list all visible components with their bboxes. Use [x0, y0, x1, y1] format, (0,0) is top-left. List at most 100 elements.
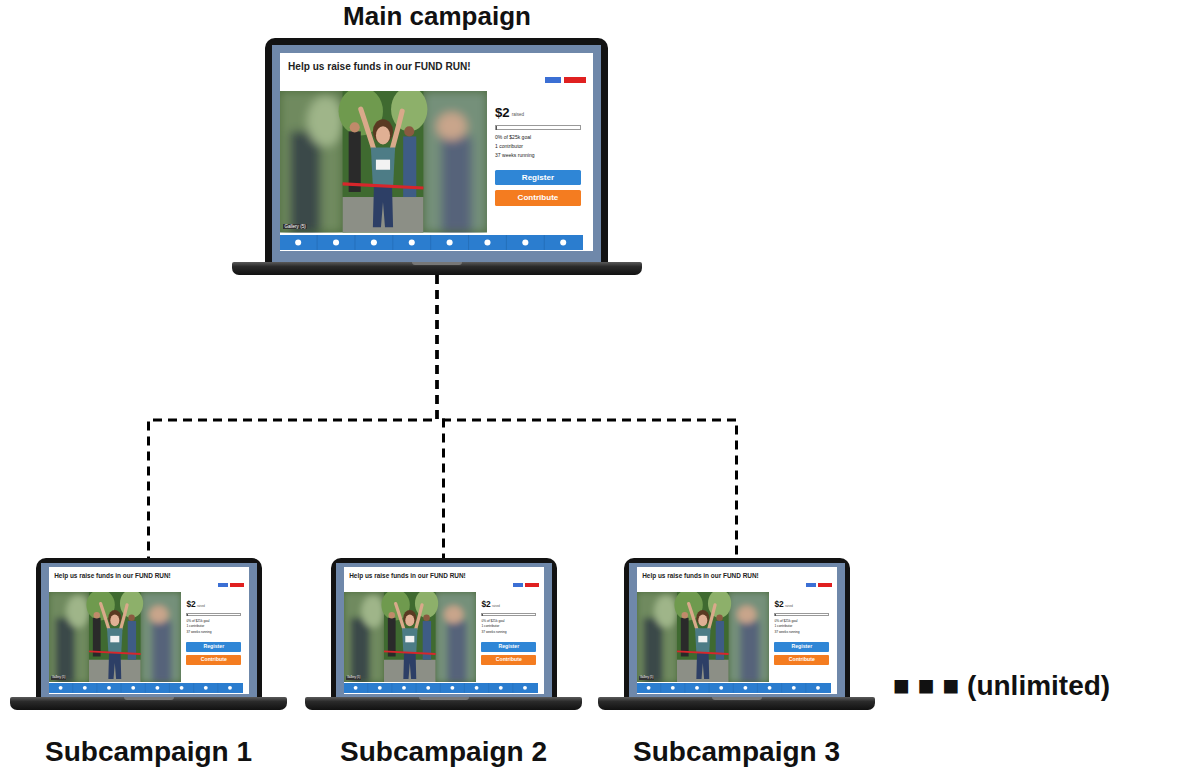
weeks-running: 37 weeks running	[186, 631, 211, 635]
goal-progress: 0% of $25k goal	[495, 135, 531, 141]
blur-patch	[436, 113, 466, 141]
share-icon	[371, 239, 377, 245]
register-button-label: Register	[204, 642, 225, 652]
blur-patch	[423, 91, 487, 232]
campaign-laptop: Help us raise funds in our FUND RUN!$2ra…	[10, 558, 287, 773]
blur-patch	[350, 618, 369, 683]
share-icon	[228, 686, 232, 690]
share-divider	[781, 683, 782, 693]
share-divider	[169, 683, 170, 693]
runner-hair	[108, 610, 121, 625]
blurred-left	[344, 592, 385, 682]
share-icon	[131, 686, 135, 690]
blurred-right	[729, 592, 770, 682]
runner-top	[695, 628, 710, 653]
laptop-bezel: Help us raise funds in our FUND RUN!$2ra…	[331, 558, 557, 700]
share-icon	[475, 686, 479, 690]
laptop-base	[598, 697, 875, 710]
laptop-screen: Help us raise funds in our FUND RUN!$2ra…	[629, 563, 845, 698]
weeks-running: 37 weeks running	[495, 153, 534, 159]
gallery-label: Gallery (5)	[51, 676, 66, 679]
blur-patch	[49, 592, 89, 682]
share-divider	[392, 235, 393, 250]
share-icon	[426, 686, 430, 690]
register-button-label: Register	[792, 642, 813, 652]
runner-bib	[110, 636, 119, 642]
campaign-laptop: Help us raise funds in our FUND RUN!$2ra…	[232, 0, 642, 275]
finish-tape	[677, 651, 729, 654]
goal-progress: 0% of $25k goal	[186, 620, 209, 624]
blurred-left	[49, 592, 90, 682]
share-divider	[488, 683, 489, 693]
page-title: Help us raise funds in our FUND RUN!	[54, 572, 171, 579]
share-icon	[816, 686, 820, 690]
progress-bar	[495, 125, 581, 130]
photo-ground	[49, 592, 181, 682]
runner-arm	[392, 112, 402, 150]
share-divider	[660, 683, 661, 693]
finish-tape	[384, 651, 436, 654]
goal-progress: 0% of $25k goal	[481, 620, 504, 624]
raised-caption: raised	[785, 605, 793, 608]
blur-patch	[152, 621, 171, 682]
share-divider	[684, 683, 685, 693]
progress-bar	[774, 613, 829, 616]
gallery-label: Gallery (5)	[283, 224, 307, 229]
progress-bar	[481, 613, 536, 616]
like-button	[806, 583, 816, 587]
amount-raised: $2	[495, 105, 510, 120]
share-icon	[155, 686, 159, 690]
share-divider	[468, 235, 469, 250]
contribute-button: Contribute	[186, 655, 241, 665]
register-button: Register	[186, 642, 241, 652]
runner-bib	[405, 636, 414, 642]
share-icon	[768, 686, 772, 690]
share-divider	[440, 683, 441, 693]
contribute-button: Contribute	[774, 655, 829, 665]
goal-progress: 0% of $25k goal	[774, 620, 797, 624]
runner-arm	[361, 110, 374, 150]
contributor-count: 1 contributor	[774, 625, 792, 629]
share-divider	[544, 235, 545, 250]
road	[677, 660, 729, 683]
blurred-right	[436, 592, 477, 682]
laptop-notch	[419, 697, 469, 700]
share-divider	[512, 683, 513, 693]
campaign-heading: Subcampaign 1	[10, 736, 287, 768]
runner-back-head	[682, 612, 688, 618]
page-title: Help us raise funds in our FUND RUN!	[288, 61, 471, 73]
blur-patch	[344, 592, 384, 682]
runner-top	[402, 628, 417, 653]
share-icon	[447, 239, 453, 245]
blur-patch	[737, 605, 756, 623]
like-button	[218, 583, 228, 587]
runner-bib	[376, 160, 390, 170]
blur-patch	[436, 592, 477, 682]
subscribe-button	[230, 583, 244, 587]
weeks-running: 37 weeks running	[481, 631, 506, 635]
share-icon	[450, 686, 454, 690]
photo-ground	[344, 592, 476, 682]
share-divider	[354, 235, 355, 250]
share-bar	[49, 683, 243, 693]
runner-face	[110, 614, 119, 626]
laptop-notch	[712, 697, 762, 700]
share-icon	[647, 686, 651, 690]
runner-arm	[121, 605, 127, 630]
share-divider	[416, 683, 417, 693]
runner-legs	[696, 653, 709, 679]
share-divider	[367, 683, 368, 693]
blur-patch	[66, 595, 89, 627]
share-icon	[180, 686, 184, 690]
campaign-page: Help us raise funds in our FUND RUN!$2ra…	[637, 567, 837, 693]
share-icon	[59, 686, 63, 690]
runner-arm	[101, 603, 109, 629]
contributor-count: 1 contributor	[481, 625, 499, 629]
like-button	[545, 77, 561, 83]
blur-patch	[141, 592, 182, 682]
runner-photo	[637, 592, 769, 682]
contribute-button: Contribute	[495, 190, 581, 205]
share-bar	[344, 683, 538, 693]
amount-raised: $2	[481, 600, 490, 610]
